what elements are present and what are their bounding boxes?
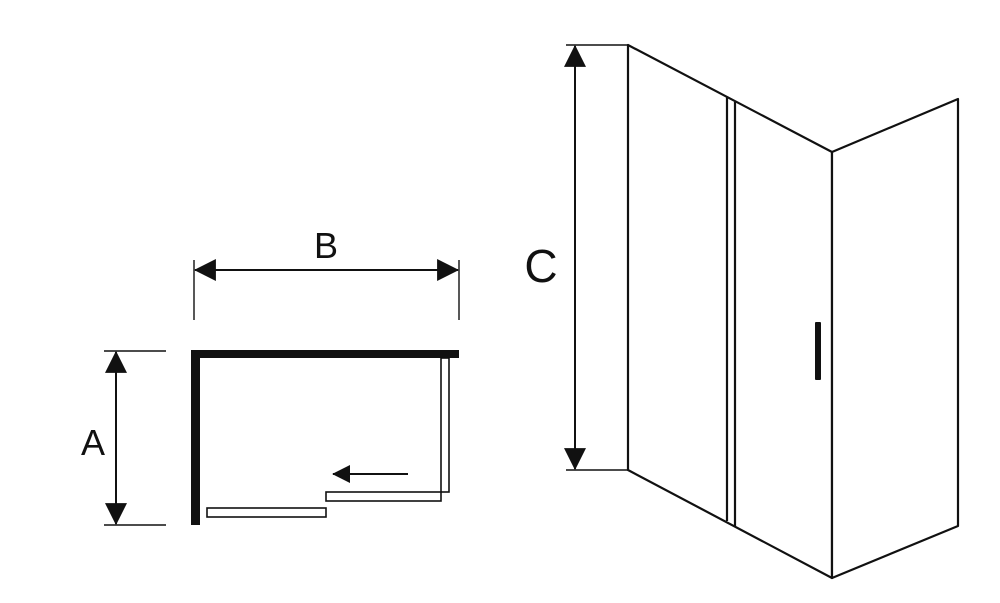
front-panel-outline xyxy=(626,43,834,580)
back-wall xyxy=(191,350,459,358)
label-c: C xyxy=(524,240,557,292)
dimension-a: A xyxy=(81,350,166,526)
perspective-view: C xyxy=(524,43,960,580)
side-panel-3d xyxy=(830,97,960,580)
label-b: B xyxy=(314,225,338,266)
side-wall xyxy=(191,350,200,525)
door-handle xyxy=(815,322,821,380)
side-panel xyxy=(440,357,450,493)
dimension-c: C xyxy=(524,44,628,471)
dimension-b: B xyxy=(193,225,460,320)
sliding-door-panel xyxy=(325,491,442,502)
label-a: A xyxy=(81,422,105,463)
fixed-front-panel xyxy=(206,507,327,518)
plan-view: A B xyxy=(81,225,460,526)
